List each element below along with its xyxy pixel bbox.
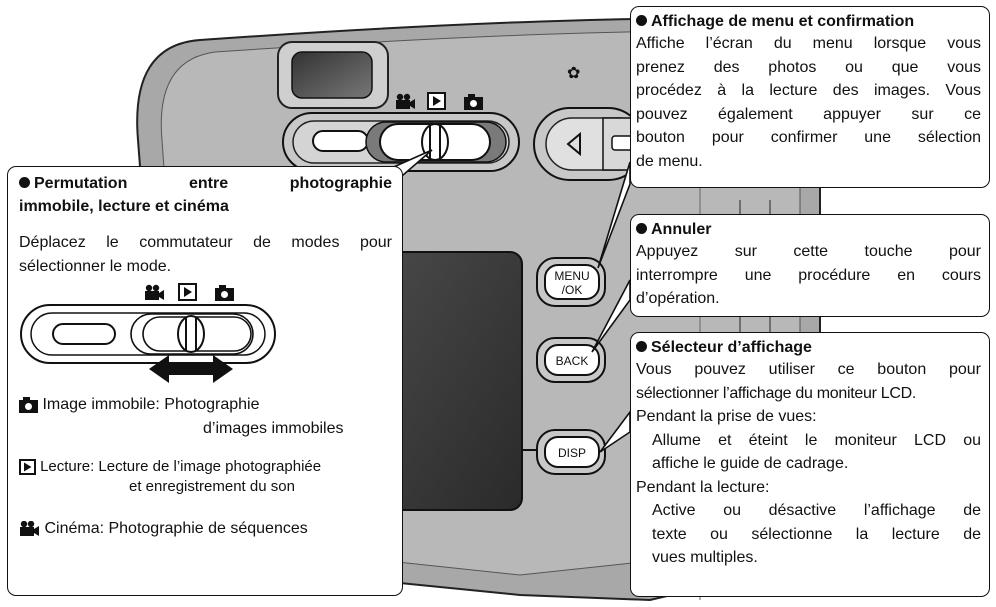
cancel-desc-line: d’opération.: [636, 290, 720, 307]
mode-intro-line1: Déplacez le commutateur de modes pour: [19, 234, 392, 251]
camera-mode-icons: [396, 92, 483, 110]
disp-title: Sélecteur d’affichage: [651, 339, 812, 356]
movie-icon: [396, 93, 415, 109]
disp-desc-line1: Vous pouvez utiliser ce bouton pour: [636, 361, 981, 378]
menu-desc-line: pouvez également appuyer sur ce: [636, 105, 981, 123]
movie-icon: [20, 520, 39, 536]
bullet-icon: [636, 15, 647, 26]
mode-title-line1: Permutation entre photographie: [34, 175, 392, 192]
still-mode-label: Image immobile: Photographie: [42, 396, 260, 413]
camera-directional-pad[interactable]: [533, 107, 647, 181]
svg-text:BACK: BACK: [556, 354, 589, 368]
menu-ok-button[interactable]: MENU /OK: [536, 257, 606, 307]
disp-button[interactable]: DISP: [536, 429, 606, 475]
disp-shooting-line1: Allume et éteint le moniteur LCD ou: [652, 431, 981, 449]
callout-cancel: Annuler Appuyez sur cette touche pour in…: [630, 214, 990, 317]
play-mode-label2: et enregistrement du son: [129, 478, 295, 495]
menu-desc-line: Affiche l’écran du menu lorsque vous: [636, 35, 981, 52]
svg-text:DISP: DISP: [558, 446, 586, 460]
back-button[interactable]: BACK: [536, 337, 606, 383]
disp-shooting-heading: Pendant la prise de vues:: [636, 408, 817, 425]
camera-icon: [19, 397, 38, 414]
bullet-icon: [636, 341, 647, 352]
menu-desc-line: procédez à la lecture des images. Vous: [636, 82, 981, 99]
mode-intro-line2: sélectionner le mode.: [19, 257, 172, 275]
disp-shooting-line2: affiche le guide de cadrage.: [652, 455, 849, 472]
callout-menu-confirmation: Affichage de menu et confirmation Affich…: [630, 6, 990, 188]
disp-playback-line3: vues multiples.: [652, 549, 758, 566]
movie-mode-label: Cinéma: Photographie de séquences: [44, 520, 308, 537]
cancel-title: Annuler: [651, 221, 712, 238]
disp-playback-line2: texte ou sélectionne la lecture de: [652, 525, 981, 543]
bullet-icon: [636, 223, 647, 234]
bullet-icon: [19, 177, 30, 188]
play-icon: [178, 283, 197, 301]
mode-title-line2: immobile, lecture et cinéma: [19, 198, 229, 215]
callout-display-selector: Sélecteur d’affichage Vous pouvez utilis…: [630, 332, 990, 597]
svg-text:/OK: /OK: [562, 283, 583, 297]
cancel-desc-line: interrompre une procédure en cours: [636, 266, 981, 284]
still-mode-label2: d’images immobiles: [203, 419, 344, 437]
camera-icon: [464, 94, 483, 110]
disp-playback-line1: Active ou désactive l’affichage de: [652, 502, 981, 519]
menu-desc-line: de menu.: [636, 152, 703, 170]
camera-icon: [215, 285, 234, 301]
menu-desc-line: prenez des photos ou que vous: [636, 58, 981, 76]
mode-switch-diagram: [20, 283, 276, 383]
cancel-desc-line: Appuyez sur cette touche pour: [636, 243, 981, 260]
menu-desc-line: bouton pour confirmer une sélection: [636, 129, 981, 146]
viewfinder: [277, 41, 389, 109]
menu-title: Affichage de menu et confirmation: [651, 13, 915, 30]
svg-text:MENU: MENU: [554, 269, 589, 283]
macro-icon: ✿: [567, 63, 580, 82]
play-mode-label: Lecture: Lecture de l’image photographié…: [40, 458, 322, 475]
callout-mode-switch: Permutation entre photographie immobile,…: [7, 166, 403, 596]
disp-desc-line2: sélectionner l’affichage du moniteur LCD…: [636, 384, 917, 402]
disp-playback-heading: Pendant la lecture:: [636, 478, 770, 496]
camera-mode-switch[interactable]: [282, 112, 520, 172]
play-icon: [19, 459, 36, 476]
movie-icon: [145, 284, 164, 300]
play-icon: [427, 92, 446, 110]
double-arrow-icon: [149, 355, 233, 383]
